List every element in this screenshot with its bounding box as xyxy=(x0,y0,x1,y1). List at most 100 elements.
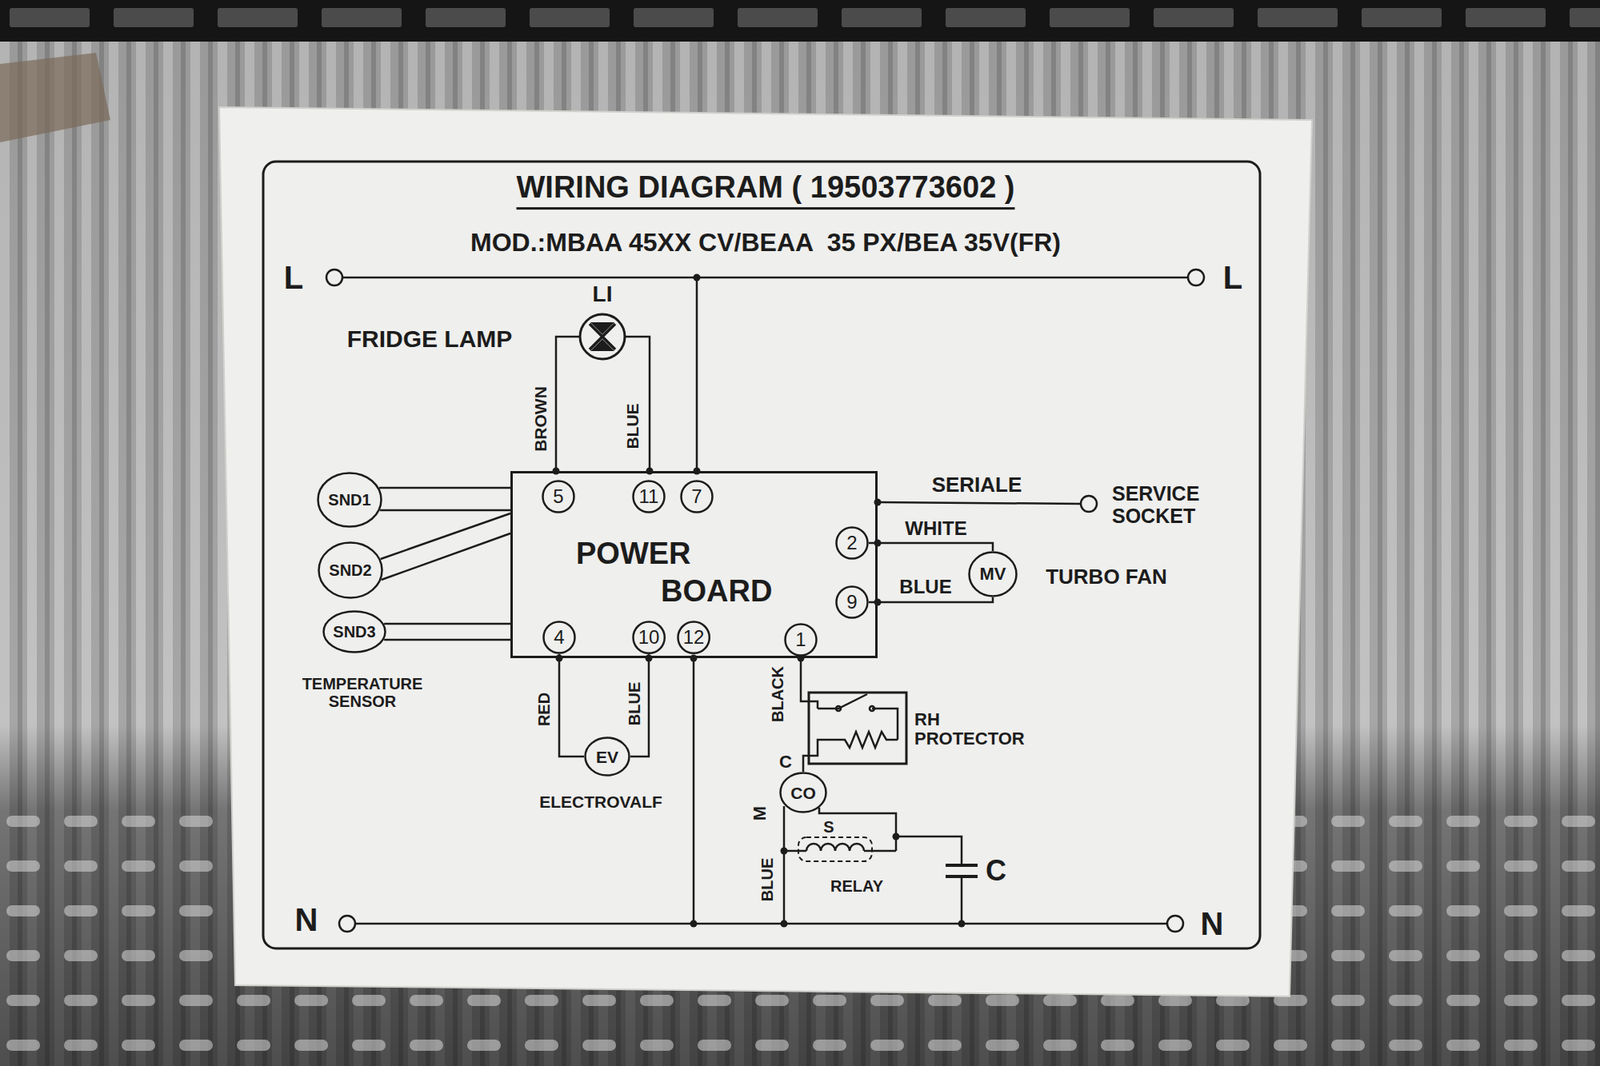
node-text: MV xyxy=(980,565,1007,584)
compressor: CO xyxy=(779,772,828,814)
node-ellipse xyxy=(780,773,827,813)
lamp-symbol xyxy=(580,314,625,360)
switch-pivot xyxy=(836,706,841,712)
node-text: 9 xyxy=(846,592,857,612)
paper-label xyxy=(219,107,1312,997)
terminal-number: 11 xyxy=(632,480,666,514)
node-text: SND1 xyxy=(328,492,371,508)
neutral-bus xyxy=(355,923,1168,926)
part-code: C xyxy=(985,855,1007,888)
part-name: TURBO FAN xyxy=(1045,565,1168,589)
switch-contact xyxy=(869,706,875,712)
node-ellipse xyxy=(324,612,386,653)
signal-name: SERIALE xyxy=(932,473,1023,497)
wire-color: BLACK xyxy=(768,666,787,723)
terminal-number: 9 xyxy=(835,585,869,620)
live-label: L xyxy=(1223,260,1243,296)
wire-color: BLUE xyxy=(625,680,644,728)
junctions xyxy=(552,274,966,928)
junction-dot xyxy=(780,920,788,928)
top-grille-slots xyxy=(0,0,1600,42)
main-winding-wire xyxy=(783,806,786,924)
part-code: LI xyxy=(592,282,613,308)
terminal-number: 2 xyxy=(835,526,869,560)
wire-line xyxy=(380,509,511,512)
node-ellipse xyxy=(677,621,709,653)
node-ellipse xyxy=(319,543,383,599)
node-text: 11 xyxy=(639,487,660,507)
pin-name: C xyxy=(779,752,792,772)
node-text: 2 xyxy=(846,533,857,553)
node-ellipse xyxy=(681,481,713,513)
sensor-circle: SND3 xyxy=(322,610,387,654)
wire-line xyxy=(384,623,511,626)
sensor-circle: SND1 xyxy=(316,472,383,528)
sensor-circle: SND2 xyxy=(317,541,384,600)
wiring xyxy=(263,161,1260,949)
protector-housing xyxy=(808,692,907,764)
node-ellipse xyxy=(318,473,382,528)
junction-dot xyxy=(693,274,701,282)
pin-name: M xyxy=(750,806,770,821)
wire-line xyxy=(379,487,511,490)
wire-color: RED xyxy=(535,691,553,728)
wire-connector xyxy=(379,488,511,511)
node-text: EV xyxy=(596,748,619,766)
node-ellipse xyxy=(544,622,576,654)
protector-contact xyxy=(872,708,898,740)
node-text: 7 xyxy=(691,487,702,507)
node-ellipse xyxy=(585,738,630,776)
capacitor-wire xyxy=(960,876,964,924)
connectors xyxy=(379,488,993,757)
top-grille xyxy=(0,0,1600,42)
node-text: 12 xyxy=(683,628,705,648)
terminal-number: 10 xyxy=(632,620,666,655)
diagram-title: WIRING DIAGRAM ( 19503773602 ) xyxy=(516,171,1016,210)
wire-connector xyxy=(868,597,993,603)
node-ellipse xyxy=(633,481,665,513)
terminal-number: 12 xyxy=(676,620,711,655)
wire-color: BLUE xyxy=(897,576,953,598)
wire-color: WHITE xyxy=(903,518,968,540)
neutral-terminal xyxy=(339,916,356,932)
live-wire xyxy=(696,277,699,472)
relay-wire xyxy=(864,850,896,853)
junction-dot xyxy=(958,920,966,928)
fan-motor: MV xyxy=(968,551,1018,598)
node-text: SND2 xyxy=(328,562,372,579)
wire-connector xyxy=(384,624,511,640)
label-border xyxy=(263,161,1260,949)
brown-wire xyxy=(556,336,580,472)
capacitor-plate xyxy=(945,864,978,868)
wire-line xyxy=(384,639,511,642)
wire-connector xyxy=(559,654,584,757)
part-name: RELAY xyxy=(830,877,884,896)
neutral-label: N xyxy=(1200,906,1224,942)
serial-wire xyxy=(877,502,1081,504)
node-text: 4 xyxy=(553,628,564,648)
wire-connector xyxy=(380,513,511,580)
wire-line xyxy=(380,513,511,560)
tape-residue xyxy=(0,52,111,143)
node-ellipse xyxy=(632,621,664,653)
node-ellipse xyxy=(785,624,817,656)
junction-dot xyxy=(874,499,882,507)
live-terminal xyxy=(1188,269,1204,286)
node-text: 5 xyxy=(552,487,564,507)
wire-color: BLUE xyxy=(623,403,642,449)
part-name: FRIDGE LAMP xyxy=(347,325,513,352)
live-terminal xyxy=(326,269,343,286)
wire-line xyxy=(868,543,993,552)
model-line: MOD.:MBAA 45XX CV/BEAA 35 PX/BEA 35V(FR) xyxy=(470,228,1061,257)
node-text: SND3 xyxy=(332,624,376,640)
wire-line xyxy=(381,533,511,580)
terminal-number: 5 xyxy=(541,480,576,514)
lamp-fill xyxy=(590,322,615,352)
relay-coil xyxy=(806,844,864,852)
terminal-number: 7 xyxy=(680,480,714,514)
terminal-number: 4 xyxy=(542,620,576,655)
